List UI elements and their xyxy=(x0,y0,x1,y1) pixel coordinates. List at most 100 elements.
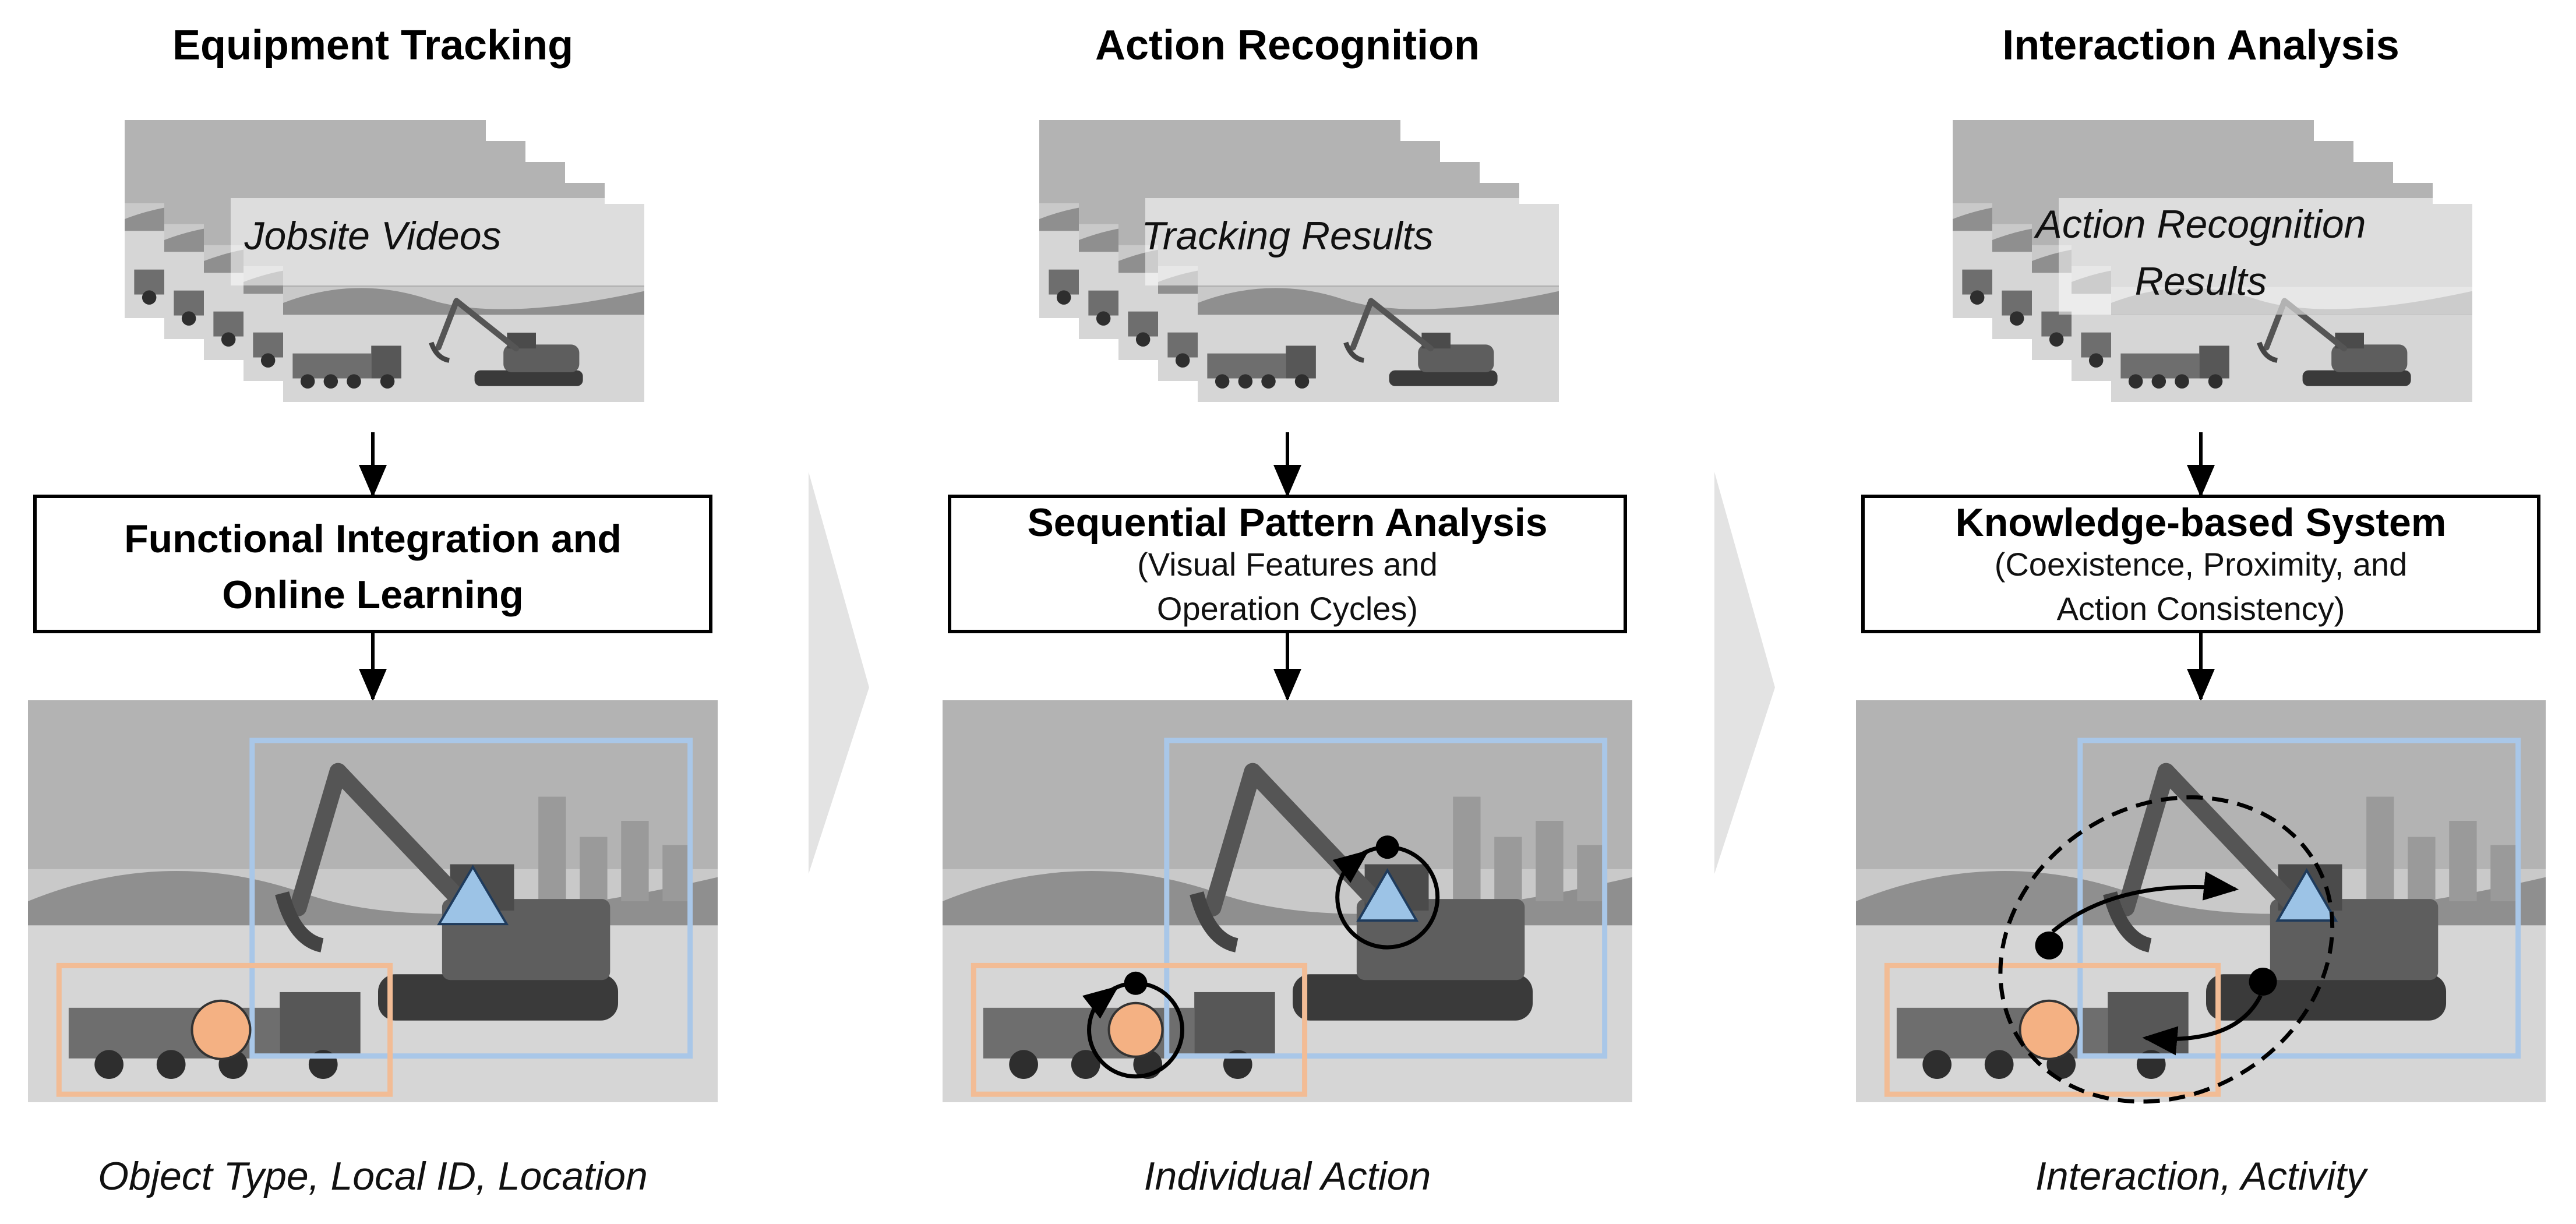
frame-label-text: Results xyxy=(2135,259,2267,304)
excavator-track xyxy=(1389,370,1498,386)
stage-output: Interaction, Activity xyxy=(2035,1154,2369,1198)
scene-image xyxy=(943,700,1632,1102)
process-detail: Operation Cycles) xyxy=(1157,590,1418,627)
truck-wheel xyxy=(1175,353,1190,368)
truck-bounding-box xyxy=(971,962,1308,1097)
process-title: Knowledge-based System xyxy=(1956,500,2447,545)
excavator-bounding-box xyxy=(249,738,693,1059)
truck-wheel xyxy=(1294,374,1310,389)
scene-image xyxy=(1856,700,2546,1104)
building xyxy=(1536,821,1564,901)
excavator-body xyxy=(2331,344,2408,372)
truck-wheel xyxy=(1215,374,1230,389)
truck-wheel xyxy=(1261,374,1276,389)
truck-wheel xyxy=(142,290,157,305)
truck-cab xyxy=(1194,992,1275,1059)
excavator-bounding-box xyxy=(1164,738,1608,1059)
truck-wheel xyxy=(1096,311,1111,326)
frame-label-band xyxy=(2059,198,2472,315)
truck-cab xyxy=(280,992,361,1059)
building xyxy=(1494,837,1522,901)
frame-label-text: Tracking Results xyxy=(1141,214,1433,258)
frame-label: Tracking Results xyxy=(1141,214,1433,258)
frame-label-band xyxy=(231,198,644,285)
interaction-arrow xyxy=(2051,871,2239,933)
frame-label: Jobsite Videos xyxy=(244,214,501,258)
truck-wheel xyxy=(1922,1050,1952,1079)
excavator-arm xyxy=(1350,298,1434,352)
truck-marker-circle xyxy=(190,999,252,1060)
excavator-track xyxy=(377,974,619,1021)
process-box-frame xyxy=(1861,495,2540,633)
building xyxy=(1453,796,1481,901)
excavator-marker-triangle xyxy=(1356,868,1419,922)
truck-bed xyxy=(292,353,372,379)
excavator-bucket xyxy=(275,891,324,953)
frame-label-text: Jobsite Videos xyxy=(244,214,501,258)
truck-wheel xyxy=(1984,1050,2014,1079)
truck-wheel xyxy=(1238,374,1253,389)
excavator-arm xyxy=(289,763,479,919)
excavator-bounding-box xyxy=(2077,738,2521,1059)
truck-bed xyxy=(1207,353,1286,379)
interaction-ellipse xyxy=(1998,795,2335,1104)
truck-marker-circle xyxy=(1107,1001,1164,1058)
truck-wheel xyxy=(2208,374,2223,389)
truck-wheel xyxy=(347,374,361,389)
excavator-body xyxy=(1418,344,1494,372)
excavator-bucket xyxy=(429,341,450,363)
excavator-bucket xyxy=(2103,891,2152,953)
process-box: Knowledge-based System(Coexistence, Prox… xyxy=(1861,495,2540,633)
truck-wheel xyxy=(1009,1050,1038,1079)
truck-cab xyxy=(371,345,401,379)
truck-bounding-box xyxy=(56,962,393,1097)
truck-wheel xyxy=(1056,290,1071,305)
excavator-marker-triangle xyxy=(437,865,509,926)
truck-wheel xyxy=(260,353,276,368)
stage-separator-chevron xyxy=(809,472,869,874)
process-title: Online Learning xyxy=(222,573,524,617)
stage-output: Individual Action xyxy=(1144,1154,1431,1198)
stage-title: Interaction Analysis xyxy=(2002,22,2399,69)
building xyxy=(2366,796,2394,901)
excavator-track xyxy=(2302,370,2411,386)
truck-wheel xyxy=(300,374,315,389)
truck-wheel xyxy=(181,311,196,326)
truck-wheel xyxy=(2151,374,2166,389)
process-title: Sequential Pattern Analysis xyxy=(1027,500,1547,545)
stage-separator-chevron xyxy=(1714,472,1775,874)
action-cycle-dot xyxy=(1375,835,1399,859)
building xyxy=(621,821,649,901)
truck-cab xyxy=(1286,345,1316,379)
input-frame-stack: Jobsite Videos xyxy=(125,120,644,402)
process-box-frame xyxy=(948,495,1627,633)
truck-wheel xyxy=(1071,1050,1100,1079)
building xyxy=(1577,845,1605,901)
truck-wheel xyxy=(156,1050,186,1079)
circular-arrow-icon xyxy=(1082,986,1119,1019)
excavator-bucket xyxy=(2257,341,2278,363)
frame-label-band xyxy=(1145,198,1559,285)
building xyxy=(538,796,566,901)
frame-label-text: Action Recognition xyxy=(2033,202,2366,246)
stage-output: Object Type, Local ID, Location xyxy=(98,1154,648,1198)
building xyxy=(2490,845,2518,901)
excavator-track xyxy=(474,370,583,386)
building xyxy=(580,837,608,901)
process-box-frame xyxy=(33,495,712,633)
truck-wheel xyxy=(2128,374,2143,389)
truck-marker-circle xyxy=(2019,999,2080,1060)
excavator-bucket xyxy=(1343,341,1365,363)
truck-bed xyxy=(2120,353,2200,379)
building xyxy=(662,845,690,901)
interaction-dot xyxy=(2249,968,2277,996)
excavator-track xyxy=(1292,974,1533,1021)
truck-wheel xyxy=(2049,332,2064,347)
building xyxy=(2449,821,2477,901)
input-frame-stack: Tracking Results xyxy=(1039,120,1559,402)
truck-wheel xyxy=(94,1050,123,1079)
truck-wheel xyxy=(221,332,236,347)
